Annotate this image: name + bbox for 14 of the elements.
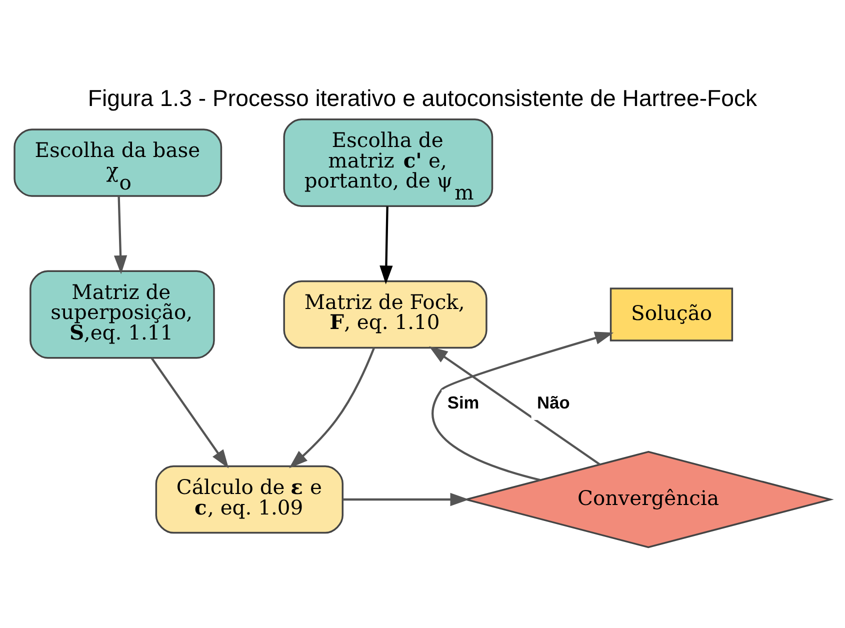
arrow [380, 206, 393, 284]
node-box: Matriz de Fock, F, eq. 1.10 [283, 280, 488, 348]
edge-label: Não [537, 392, 570, 412]
arrow [150, 357, 229, 468]
arrow [114, 196, 128, 274]
edge-label: Sim [447, 392, 480, 412]
arrow [289, 346, 376, 468]
arrow [429, 346, 600, 465]
arrow [432, 331, 614, 481]
node-box: Cálculo de ε e c, eq. 1.09 [155, 464, 344, 534]
node-box: Solução [610, 287, 734, 341]
arrow [342, 492, 470, 506]
diagram-title: Figura 1.3 - Processo iterativo e autoconsistente de Hartree-Fock [88, 84, 758, 111]
node-box: Matriz de superposição, S,eq. 1.11 [30, 270, 215, 358]
